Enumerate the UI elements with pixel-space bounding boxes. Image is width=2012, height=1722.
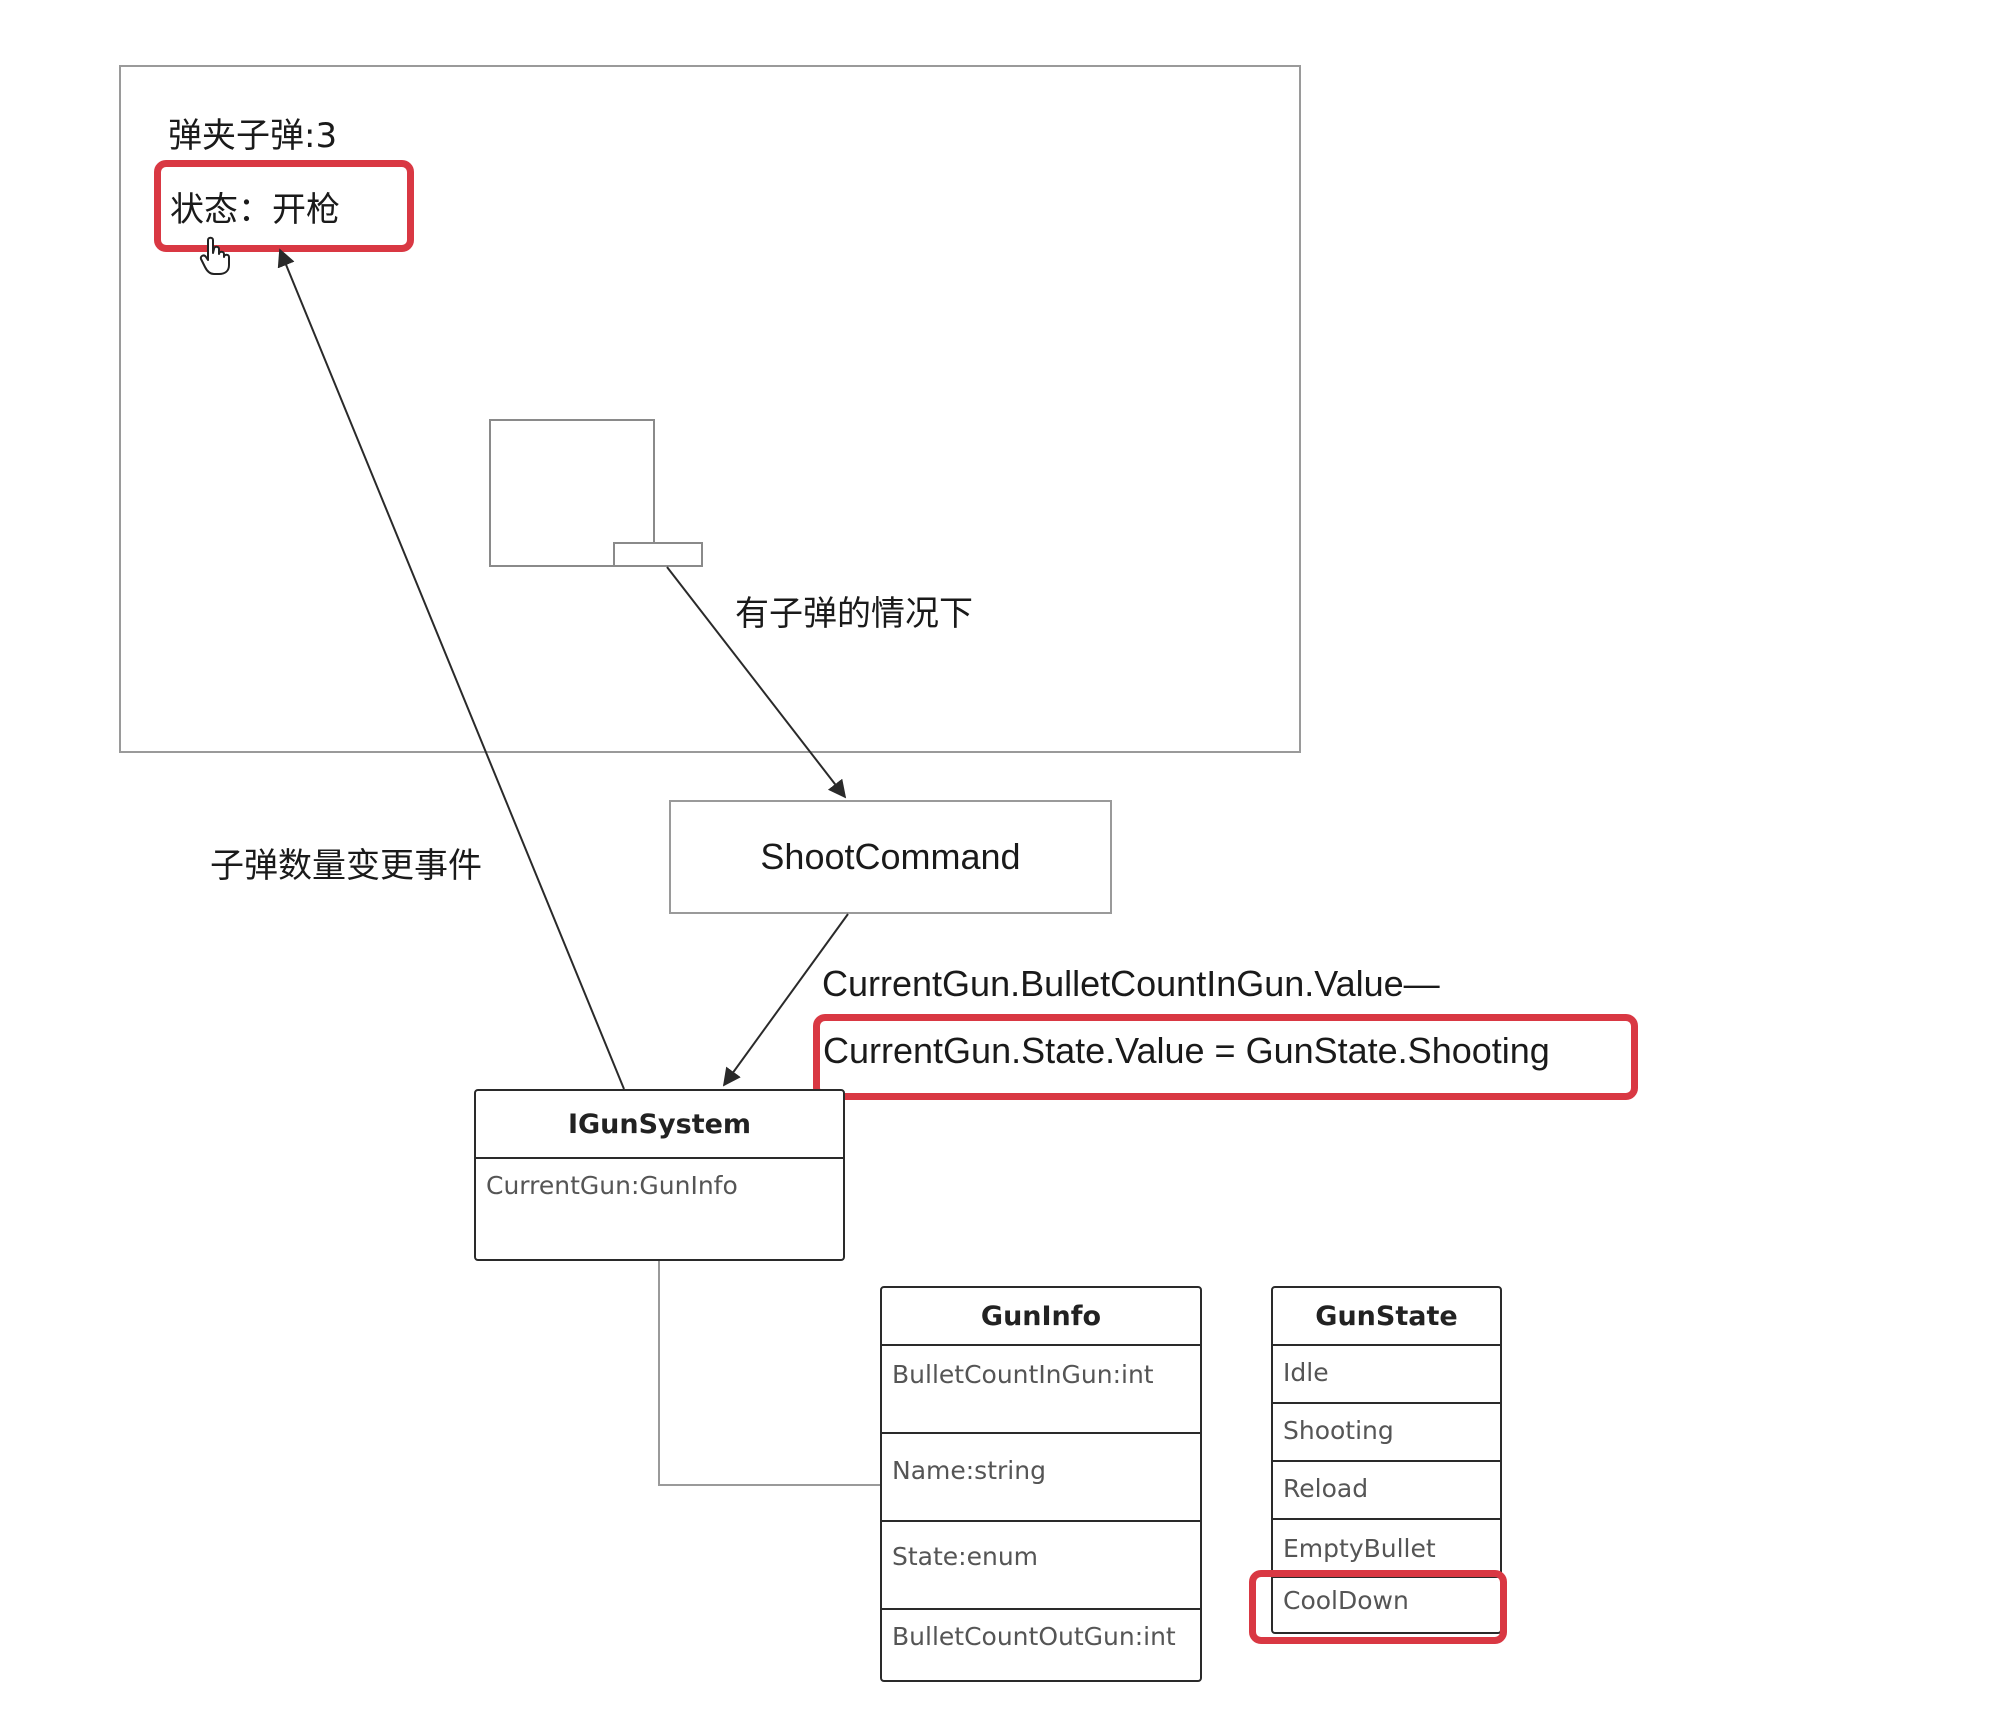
gunstate-value: Reload <box>1273 1462 1500 1520</box>
shoot-widget-handle[interactable] <box>613 542 703 567</box>
has-bullets-label: 有子弹的情况下 <box>735 594 973 634</box>
guninfo-field: BulletCountInGun:int <box>882 1346 1200 1434</box>
status-label: 状态：开枪 <box>170 190 340 230</box>
guninfo-field: BulletCountOutGun:int <box>892 1622 1176 1651</box>
code-line-highlight-box <box>813 1014 1638 1100</box>
arrow-shoot-command-to-igunsystem <box>722 913 849 1087</box>
code-line-bullet-count: CurrentGun.BulletCountInGun.Value— <box>822 963 1440 1004</box>
igunsystem-field: CurrentGun:GunInfo <box>486 1171 738 1200</box>
guninfo-title: GunInfo <box>882 1288 1200 1346</box>
code-line-gun-state: CurrentGun.State.Value = GunState.Shooti… <box>823 1030 1550 1071</box>
cooldown-highlight-box <box>1249 1570 1507 1644</box>
link-igunsystem-to-guninfo <box>658 1261 880 1486</box>
gunstate-value: EmptyBullet <box>1273 1520 1500 1578</box>
arrow-widget-to-shoot-command <box>666 566 847 799</box>
shoot-command-box: ShootCommand <box>669 800 1112 914</box>
gunstate-title: GunState <box>1273 1288 1500 1346</box>
ui-panel-frame <box>119 65 1301 753</box>
gunstate-value: Idle <box>1273 1346 1500 1404</box>
igunsystem-title: IGunSystem <box>476 1091 843 1159</box>
ammo-count-label: 弹夹子弹:3 <box>168 116 338 156</box>
gunstate-value: Shooting <box>1273 1404 1500 1462</box>
hand-cursor-icon <box>198 236 234 276</box>
gunstate-value: CoolDown <box>1283 1586 1409 1615</box>
guninfo-class: GunInfo BulletCountInGun:int Name:string… <box>880 1286 1202 1682</box>
bullet-count-event-label: 子弹数量变更事件 <box>210 846 482 886</box>
guninfo-field: State:enum <box>882 1522 1200 1610</box>
arrow-bullet-event-to-status <box>277 248 625 1090</box>
igunsystem-class: IGunSystem CurrentGun:GunInfo <box>474 1089 845 1261</box>
shoot-command-title: ShootCommand <box>760 836 1021 877</box>
guninfo-field: Name:string <box>882 1434 1200 1522</box>
